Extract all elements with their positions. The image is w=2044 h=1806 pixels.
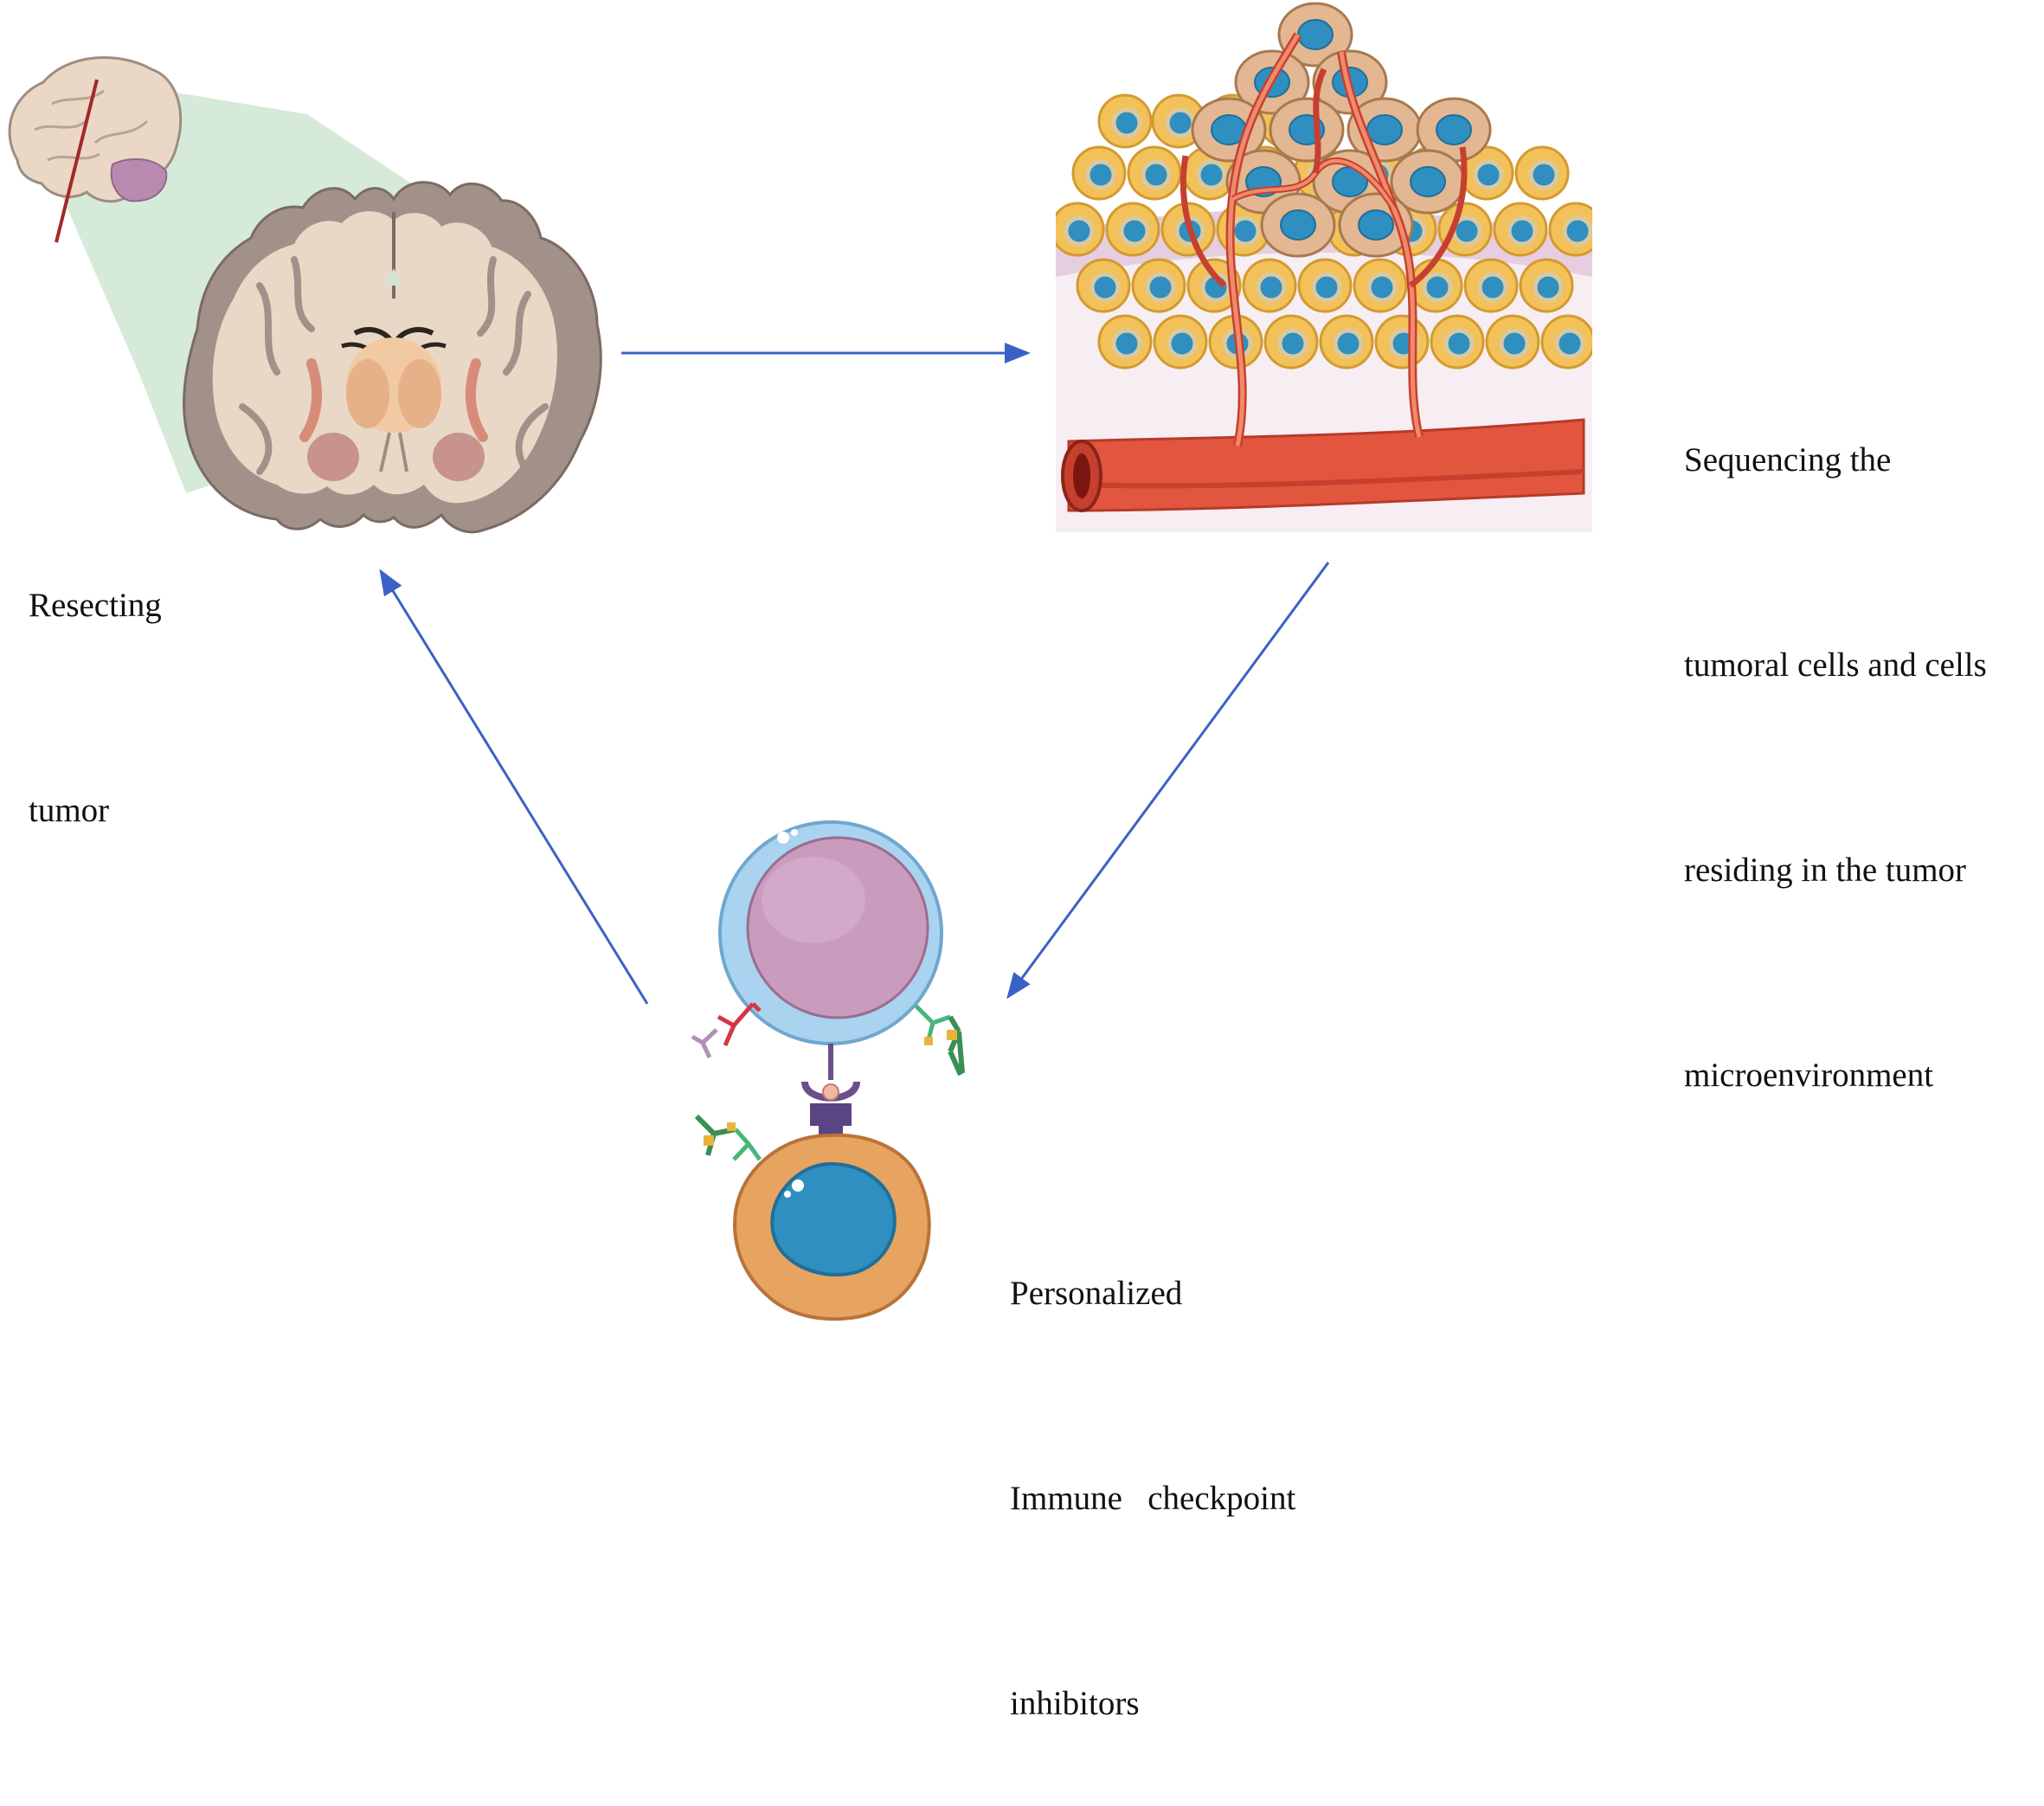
cell-nucleus xyxy=(1064,215,1095,247)
step-label-sequencing: Sequencing the tumoral cells and cells r… xyxy=(1684,289,1987,1178)
cell-nucleus xyxy=(1141,159,1172,190)
cell-nucleus xyxy=(1358,209,1394,241)
cell-nucleus xyxy=(1562,215,1592,247)
brain-icon xyxy=(8,56,183,243)
label-line: tumor xyxy=(29,792,110,829)
cell-nucleus xyxy=(1443,328,1475,359)
cell-nucleus xyxy=(1119,215,1150,247)
cell-nucleus xyxy=(1085,159,1116,190)
cell-nucleus xyxy=(1311,272,1342,303)
cell-nucleus xyxy=(1366,114,1403,145)
label-line: inhibitors xyxy=(1010,1685,1140,1722)
brain-panel xyxy=(8,56,602,534)
cell-nucleus xyxy=(1167,328,1198,359)
label-line: Personalized xyxy=(1010,1275,1183,1312)
immune-panel xyxy=(691,820,965,1321)
antibody-icon xyxy=(694,1114,762,1161)
cell-nucleus xyxy=(1507,215,1538,247)
step-label-resecting-tumor: Resecting tumor xyxy=(29,434,162,913)
label-line: Resecting xyxy=(29,587,162,624)
cell-nucleus xyxy=(1366,272,1398,303)
cell-nucleus xyxy=(1554,328,1585,359)
cell-nucleus xyxy=(1111,107,1142,138)
cell-nucleus xyxy=(1410,166,1446,197)
cycle-arrows xyxy=(379,343,1330,1005)
cell-nucleus xyxy=(1528,159,1559,190)
cell-nucleus xyxy=(1477,272,1508,303)
cell-nucleus xyxy=(1473,159,1504,190)
t-cell-icon xyxy=(718,820,943,1045)
cut-line xyxy=(55,79,99,243)
cell-nucleus xyxy=(1111,328,1142,359)
step-label-immune-checkpoint-inhibitors: Personalized Immune checkpoint inhibitor… xyxy=(1010,1122,1295,1806)
arrow-tme-to-immune xyxy=(1006,562,1330,999)
cell-nucleus xyxy=(1145,272,1176,303)
label-line: Sequencing the xyxy=(1684,441,1892,479)
cell-nucleus xyxy=(1165,107,1196,138)
cell-nucleus xyxy=(1533,272,1564,303)
label-line: Immune checkpoint xyxy=(1010,1480,1296,1517)
tumor-microenvironment-icon xyxy=(1056,2,1592,532)
label-line: microenvironment xyxy=(1684,1057,1934,1094)
cell-nucleus xyxy=(1297,19,1334,50)
checkpoint-receptor xyxy=(801,1044,860,1135)
cell-nucleus xyxy=(1230,215,1261,247)
cell-nucleus xyxy=(1499,328,1530,359)
cell-nucleus xyxy=(1422,272,1453,303)
cell-nucleus xyxy=(1280,209,1316,241)
label-line: tumoral cells and cells xyxy=(1684,646,1987,684)
brain-coronal-section-icon xyxy=(183,181,602,534)
diagram-canvas xyxy=(8,2,1592,1321)
tumor-cells xyxy=(1056,2,1592,370)
cell-nucleus xyxy=(1089,272,1121,303)
cell-nucleus xyxy=(1277,328,1308,359)
cell-nucleus xyxy=(1333,328,1364,359)
tumor-cell-icon xyxy=(733,1133,931,1321)
antibody-icon xyxy=(914,1004,965,1077)
arrow-immune-to-brain xyxy=(379,569,649,1005)
cell-nucleus xyxy=(1196,159,1227,190)
cell-nucleus xyxy=(1256,272,1287,303)
label-line: residing in the tumor xyxy=(1684,852,1967,889)
antibody-icon xyxy=(691,1002,762,1059)
cell-nucleus xyxy=(1436,114,1472,145)
